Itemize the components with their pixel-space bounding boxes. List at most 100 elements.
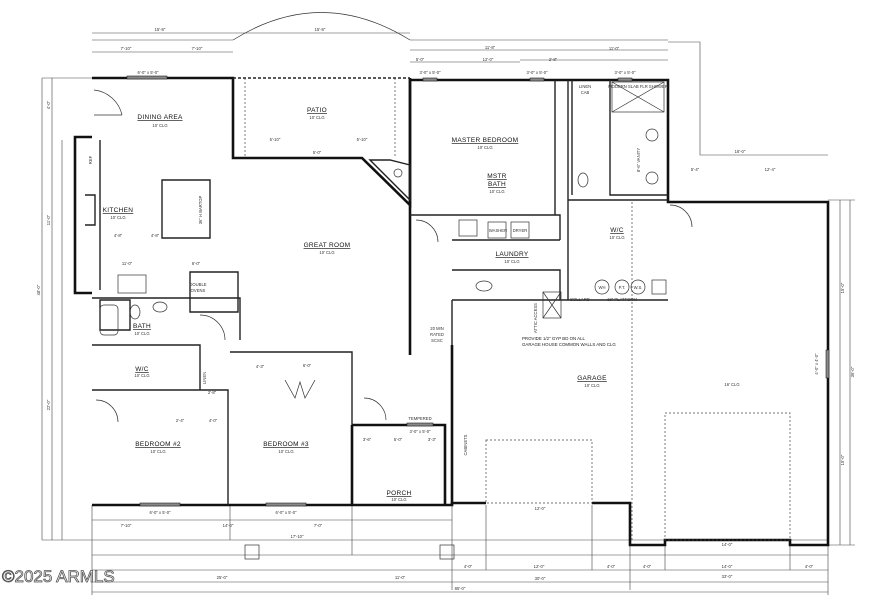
- dim-label: 33'-0": [722, 574, 733, 579]
- garage-note-line2: GARAGE HOUSE COMMON WALLS AND CLG: [522, 342, 616, 347]
- dim-label: 12'-0": [483, 57, 494, 62]
- window-size-label: 4'-0" x 4'-0": [814, 353, 819, 375]
- dim-label: 6'-0": [303, 363, 312, 368]
- bartop-label: 36" H BARTOP: [198, 196, 203, 225]
- window-size-label: 3'-0" x 5'-0": [409, 429, 431, 434]
- dim-label: 5'-10": [357, 137, 368, 142]
- ceiling-height: 10' CLG: [489, 189, 504, 194]
- platform-label: 18" PLATFORM: [607, 297, 637, 302]
- ceiling-height: 10' CLG: [584, 383, 599, 388]
- room-garage: GARAGE: [577, 375, 607, 382]
- room-porch: PORCH: [387, 490, 412, 497]
- room-wic: W/C: [135, 366, 149, 373]
- room-patio: PATIO: [307, 107, 327, 114]
- watermark: ©2025 ARMLS: [2, 567, 115, 586]
- dim-label: 22'-0": [46, 399, 51, 410]
- dim-label: 4'-0": [464, 564, 473, 569]
- ceiling-height: 10' CLG: [278, 449, 293, 454]
- fixtures: [99, 81, 667, 560]
- dim-label: 6'-0": [192, 261, 201, 266]
- ceiling-height: 16' CLG: [724, 382, 739, 387]
- window-size-label: 3'-0" x 5'-0": [526, 70, 548, 75]
- garage-note-line1: PROVIDE 1/2" GYP BD ON ALL: [522, 336, 586, 341]
- room-laundry: LAUNDRY: [495, 251, 528, 258]
- dim-label: 5'-4": [691, 167, 700, 172]
- double-ovens-label-2: OVENS: [191, 288, 206, 293]
- dim-label: 11'-0": [46, 214, 51, 225]
- dim-label: 2'-8": [208, 390, 217, 395]
- dim-label: 15'-8": [155, 27, 166, 32]
- windows: [126, 75, 830, 507]
- exterior-walls: [73, 76, 830, 547]
- dim-label: 11'-0": [609, 46, 620, 51]
- refrigerator-label: REF: [88, 155, 93, 164]
- dim-label: 12'-0": [535, 506, 546, 511]
- dim-label: 14'-0": [722, 542, 733, 547]
- dim-label: 14'-0": [223, 523, 234, 528]
- water-heater-label: WH: [599, 285, 606, 290]
- dim-label: 5'-0": [394, 437, 403, 442]
- window-size-label: 6'-0" x 5'-0": [149, 510, 171, 515]
- rated-door-label: 20 MIN: [430, 326, 444, 331]
- room-bedroom-2: BEDROOM #2: [135, 441, 181, 448]
- washer-label: WASHER: [489, 228, 507, 233]
- dim-label: 16'-0": [735, 149, 746, 154]
- room-kitchen: KITCHEN: [103, 207, 134, 214]
- ceiling-height: 10' CLG: [319, 250, 334, 255]
- dim-label: 14'-0": [722, 564, 733, 569]
- dim-label: 3'-3": [428, 437, 437, 442]
- dim-label: 12'-4": [765, 167, 776, 172]
- dim-label: 7'-0": [314, 523, 323, 528]
- dim-label: 4'-8": [151, 233, 160, 238]
- ceiling-height: 10' CLG: [134, 331, 149, 336]
- dim-label: 11'-8": [485, 45, 496, 50]
- dimension-lines: [41, 12, 855, 595]
- vanity-label: 8'-6" VANITY: [636, 148, 641, 173]
- double-ovens-label: DOUBLE: [189, 282, 206, 287]
- room-master-wic: W/C: [610, 227, 624, 234]
- dim-label: 4'-0": [209, 418, 218, 423]
- attic-access-label: ATTIC ACCESS: [533, 303, 538, 333]
- dim-label: 11'-0": [122, 261, 133, 266]
- room-labels: DINING AREA 10' CLG KITCHEN 10' CLG PATI…: [103, 107, 740, 502]
- window-size-label: 3'-0" x 5'-0": [419, 70, 441, 75]
- ceiling-height: 10' CLG: [134, 373, 149, 378]
- dim-label: 11'-0": [395, 575, 406, 580]
- dim-label: 5'-0": [313, 150, 322, 155]
- dim-label: 15'-0": [840, 282, 845, 293]
- garage-doors: [485, 202, 791, 541]
- dim-label: 7'-10": [192, 46, 203, 51]
- dim-label: 15'-0": [840, 454, 845, 465]
- linen-cab-label: LINEN: [579, 84, 591, 89]
- ceiling-height: 10' CLG: [609, 235, 624, 240]
- dim-label: 2'-8": [549, 57, 558, 62]
- dim-label: 4'-3": [256, 364, 265, 369]
- dim-label: 30'-0": [535, 576, 546, 581]
- dim-label: 4'-0": [805, 564, 814, 569]
- linen-cab-label-2: CAB: [581, 90, 590, 95]
- dim-label: 7'-10": [121, 523, 132, 528]
- cabinets-label: CABINETS: [463, 434, 468, 455]
- dim-label: 15'-8": [315, 27, 326, 32]
- dim-label: 5'-10": [270, 137, 281, 142]
- dim-label: 4'-0": [643, 564, 652, 569]
- window-size-label: 6'-0" x 5'-0": [275, 510, 297, 515]
- dim-label: 7'-10": [121, 46, 132, 51]
- ceiling-height: 10' CLG: [309, 115, 324, 120]
- ceiling-height: 10' CLG: [150, 449, 165, 454]
- room-dining-area: DINING AREA: [137, 114, 183, 121]
- fixture-labels: DOUBLE OVENS LINEN CAB MODERN SLAB FLR S…: [88, 84, 668, 455]
- dim-label: 4'-0": [46, 100, 51, 109]
- dim-label: 85'-0": [455, 586, 466, 591]
- dim-label: 4'-0": [607, 564, 616, 569]
- ceiling-height: 10' CLG: [152, 123, 167, 128]
- dim-label: 25'-0": [217, 575, 228, 580]
- dim-label: 4'-8": [114, 233, 123, 238]
- dim-label: 36'-0": [850, 366, 855, 377]
- dim-label: 5'-0": [416, 57, 425, 62]
- dim-label: 48'-0": [36, 284, 41, 295]
- rated-door-label-2: RATED: [430, 332, 444, 337]
- interior-walls: [85, 77, 668, 505]
- doors: [93, 89, 693, 423]
